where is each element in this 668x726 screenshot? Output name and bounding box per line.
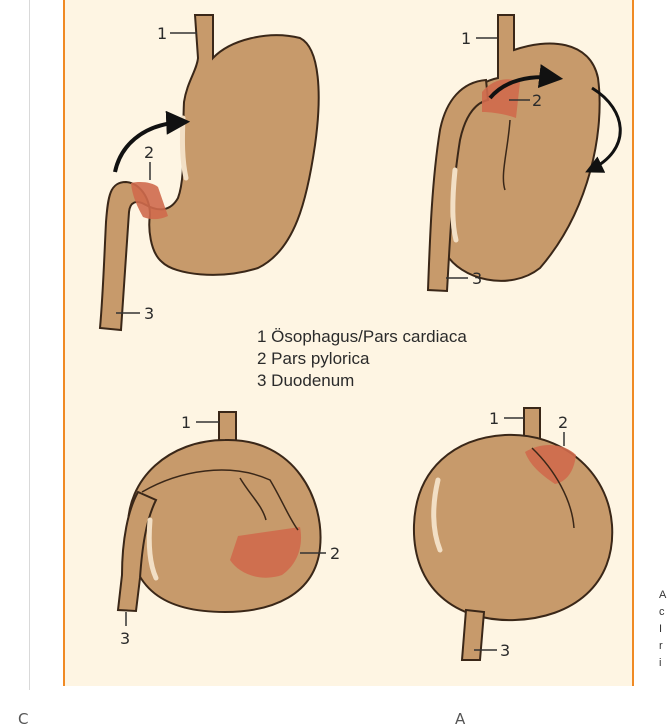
stomach-shine [450,167,459,243]
stomach-shine [146,517,159,581]
rotation-arrow-side [585,86,622,173]
curvature-fold [141,469,299,531]
duodenum-tube [460,608,486,661]
label-2: 2 [144,143,154,162]
label-2: 2 [330,544,340,563]
label-1: 1 [181,413,191,432]
rotation-arrow [113,110,191,173]
stomach-shine [431,477,443,553]
curvature-fold [502,119,511,191]
side-caption-fragment: A c I r i [659,587,668,672]
cropped-glyph: A [455,712,466,726]
caption-char: A [659,589,667,601]
legend-item-esophagus: 1 Ösophagus/Pars cardiaca [257,327,467,346]
curvature-fold-2 [239,477,267,521]
label-3: 3 [120,629,130,648]
stomach-body [126,438,322,614]
stomach-body [412,433,614,622]
left-divider [29,0,30,690]
panel-complete-volvulus: 1 2 3 [412,407,614,661]
label-1: 1 [489,409,499,428]
label-1: 1 [157,24,167,43]
rotation-arrow-top [488,64,564,100]
label-3: 3 [500,641,510,660]
legend-item-pylorus: 2 Pars pylorica [257,349,370,368]
pylorus-highlight [482,79,520,118]
duodenum-tube [426,78,490,293]
cropped-glyph: C [18,712,29,726]
label-3: 3 [144,304,154,323]
label-3: 3 [472,269,482,288]
pylorus-highlight [230,527,302,578]
curvature-fold [531,447,575,529]
cropped-bottom-text: C A [0,704,668,726]
panel-partial-volvulus: 1 2 3 [116,411,340,648]
caption-char: i [659,657,662,669]
panel-normal-stomach: 1 2 3 [98,14,320,332]
legend: 1 Ösophagus/Pars cardiaca 2 Pars pyloric… [257,326,467,392]
caption-char: r [659,640,663,652]
panel-rotation-start: 1 2 3 [426,14,622,293]
caption-char: c [659,606,665,618]
stomach-body [98,14,320,332]
stomach-body [439,14,601,282]
label-1: 1 [461,29,471,48]
caption-char: I [659,623,663,635]
legend-item-duodenum: 3 Duodenum [257,371,355,390]
label-2: 2 [558,413,568,432]
pylorus-highlight [131,182,168,220]
label-2: 2 [532,91,542,110]
